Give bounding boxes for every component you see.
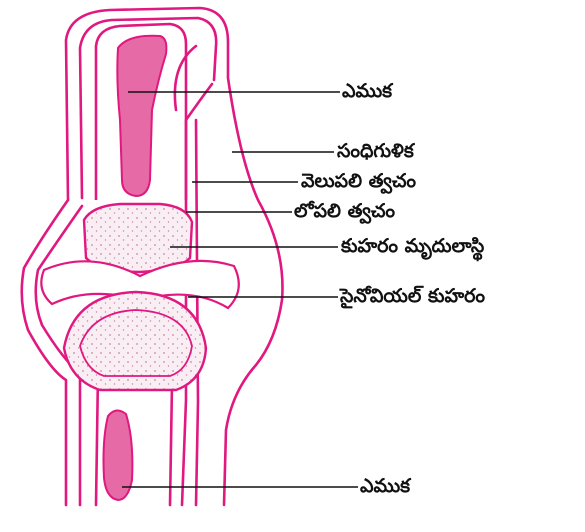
label-cartilage: కుహరం మృదులాస్థి xyxy=(341,235,484,257)
label-bone-bottom: ఎముక xyxy=(360,475,410,497)
label-synovial-cavity: సైనోవియల్ కుహరం xyxy=(340,285,485,307)
label-inner-membrane: లోపలి త్వచం xyxy=(294,200,395,222)
label-bone-top: ఎముక xyxy=(342,80,392,102)
label-joint-capsule: సంధిగుళిక xyxy=(337,140,414,162)
upper-bone xyxy=(96,24,186,200)
label-outer-membrane: వెలుపలి త్వచం xyxy=(301,170,416,192)
